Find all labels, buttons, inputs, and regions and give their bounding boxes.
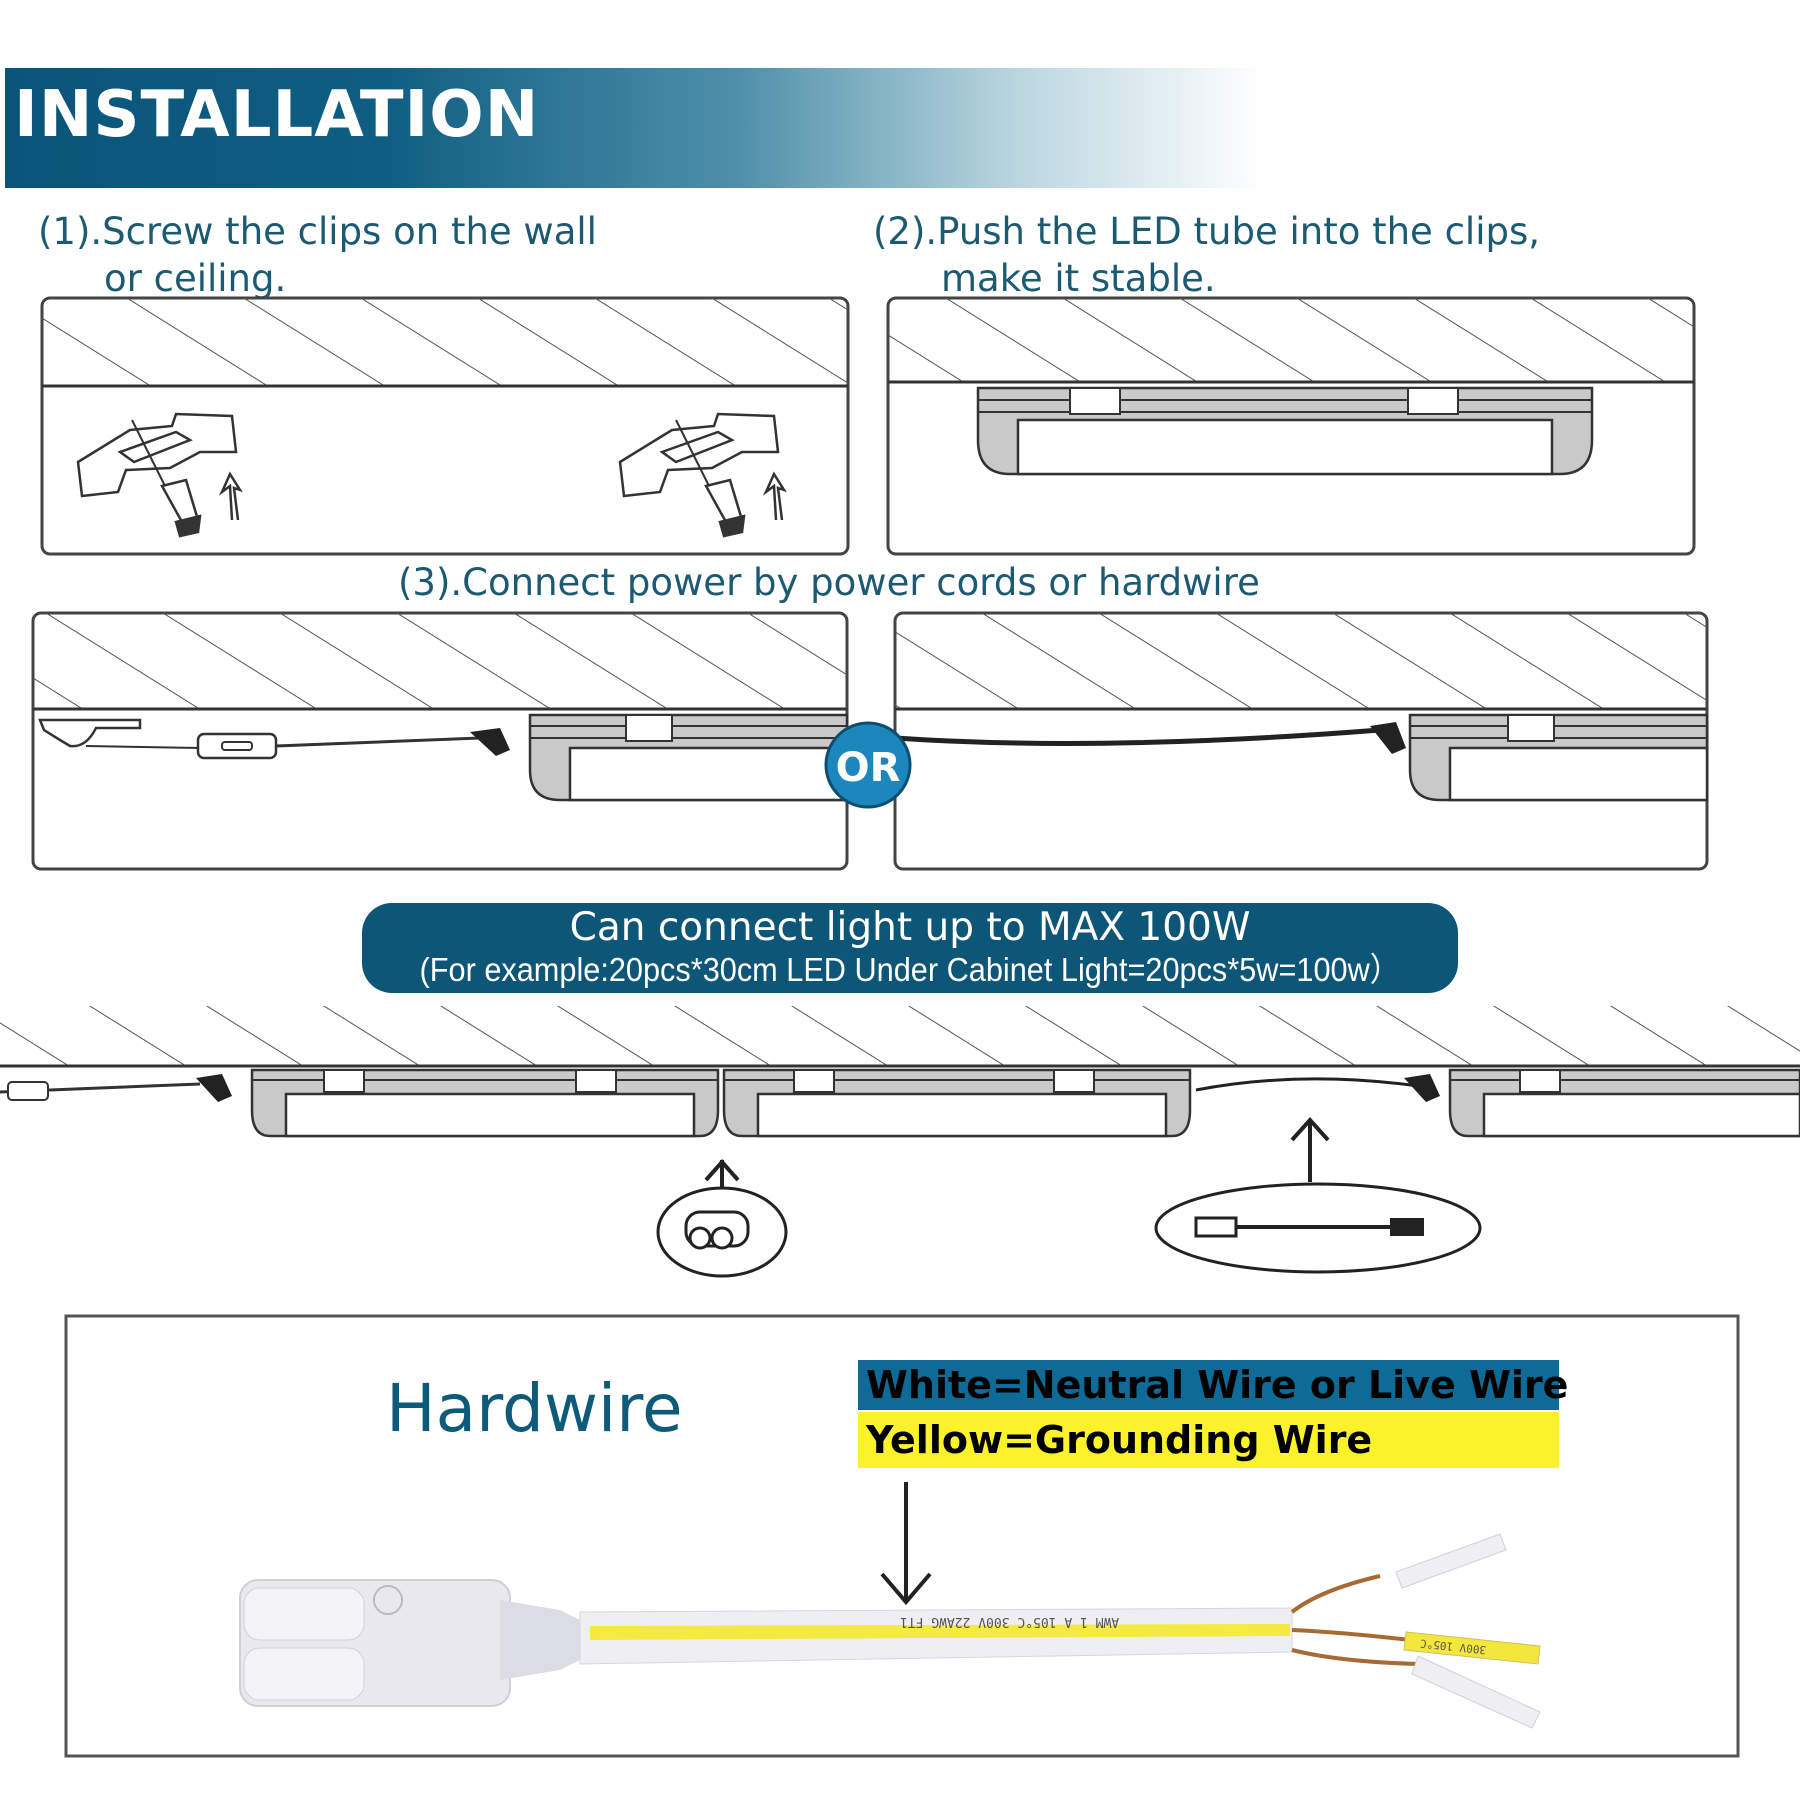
cable-print: AWM 1 A 105°C 300V 22AWG FT1 [900, 1614, 1120, 1629]
hardwire-cable [239, 1533, 1541, 1729]
jumper-callout [1154, 1117, 1482, 1274]
or-badge-label: OR [835, 745, 901, 791]
clip-icon [76, 412, 780, 498]
step2-caption: (2).Push the LED tube into the clips, ma… [873, 208, 1540, 302]
banner-title: INSTALLATION [14, 78, 540, 152]
step3-caption: (3).Connect power by power cords or hard… [398, 561, 1260, 604]
max-notice-line2: (For example:20pcs*30cm LED Under Cabine… [419, 951, 1401, 988]
jumper-cable-icon [1194, 1216, 1424, 1238]
step1-line1: (1).Screw the clips on the wall [38, 210, 597, 253]
led-tube-p3 [528, 713, 849, 802]
connector-icon [684, 1210, 750, 1250]
installation-banner [5, 68, 1265, 188]
or-badge [824, 721, 912, 809]
panel-step1 [40, 296, 850, 556]
max-power-notice: Can connect light up to MAX 100W (For ex… [362, 903, 1458, 993]
connector-callout [656, 1158, 788, 1278]
led-tube [976, 386, 1594, 476]
screw-icon [131, 419, 746, 538]
legend-white-wire: White=Neutral Wire or Live Wire [858, 1360, 1568, 1410]
linked-lights-diagram [0, 1006, 1800, 1138]
hardwire-title: Hardwire [386, 1370, 683, 1447]
plug-icon [38, 718, 142, 748]
panel-step2 [886, 296, 1696, 556]
legend-yellow-wire: Yellow=Grounding Wire [858, 1412, 1559, 1468]
step1-line2: or ceiling. [104, 257, 287, 300]
step2-line2: make it stable. [941, 257, 1216, 300]
cord-connector [470, 728, 510, 756]
led-tube-p4 [1408, 713, 1709, 802]
step2-line1: (2).Push the LED tube into the clips, [873, 210, 1541, 253]
up-arrow-icon [218, 471, 787, 521]
down-arrow-icon [880, 1482, 932, 1606]
max-notice-line1: Can connect light up to MAX 100W [569, 905, 1251, 950]
panel-power-cord [31, 611, 849, 871]
panel-hardwire [893, 611, 1709, 871]
step1-caption: (1).Screw the clips on the wall or ceili… [38, 208, 597, 302]
